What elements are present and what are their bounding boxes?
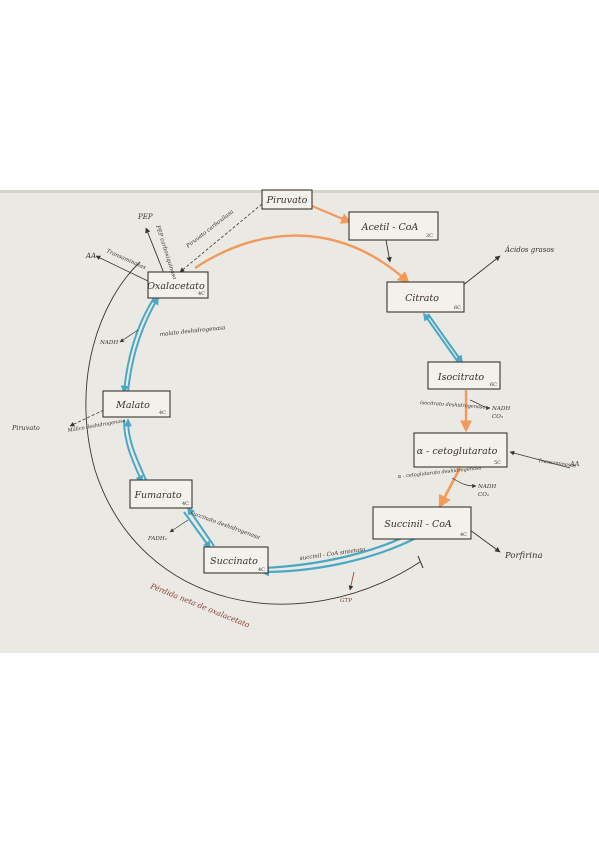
box-malato: Malato 4C bbox=[102, 390, 171, 418]
box-succinato: Succinato 4C bbox=[203, 546, 269, 574]
arrow-acetilcoa-citrato bbox=[385, 239, 392, 263]
label-nadh-iso: NADH bbox=[491, 406, 510, 412]
box-oxalacetato-label: Oxalacetato bbox=[147, 281, 205, 292]
box-fumarato-carbons: 4C bbox=[182, 501, 189, 507]
paper-sheet bbox=[0, 193, 599, 653]
box-acetil-coa-label: Acetil - CoA bbox=[361, 222, 419, 233]
arrow-nadh-left bbox=[119, 329, 139, 343]
label-co2-iso: CO₂ bbox=[492, 414, 504, 420]
box-malato-label: Malato bbox=[115, 400, 150, 411]
box-acetil-coa: Acetil - CoA 2C bbox=[348, 211, 439, 241]
box-succinil-coa-label: Succinil - CoA bbox=[384, 519, 452, 530]
label-fadh2: FADH₂ bbox=[147, 536, 168, 542]
label-pep: PEP bbox=[137, 213, 153, 221]
arrow-oxalacetato-citrato bbox=[194, 234, 410, 284]
box-citrato-carbons: 6C bbox=[454, 305, 461, 311]
box-a-cetoglutarato: α - cetoglutarato 5C bbox=[413, 432, 508, 468]
box-fumarato-label: Fumarato bbox=[133, 490, 181, 501]
box-oxalacetato-carbons: 4C bbox=[198, 291, 205, 297]
box-isocitrato: Isocitrato 6C bbox=[427, 361, 501, 390]
box-succinil-coa-carbons: 4C bbox=[460, 532, 467, 538]
net-loss-end-tick bbox=[417, 555, 424, 569]
arrow-to-porfirina bbox=[469, 529, 501, 553]
box-a-cetoglutarato-label: α - cetoglutarato bbox=[417, 446, 498, 457]
arrow-citrato-isocitrato bbox=[423, 312, 463, 364]
box-acetil-coa-carbons: 2C bbox=[426, 233, 433, 239]
label-porfirina: Porfirina bbox=[504, 551, 543, 561]
label-co2-acg: CO₂ bbox=[478, 492, 490, 498]
arrow-acg-nadh bbox=[451, 477, 477, 489]
arrow-fumarato-malato bbox=[123, 418, 147, 484]
box-succinato-label: Succinato bbox=[210, 556, 258, 567]
label-piruvato-carboxilasa: Piruvato carboxilasa bbox=[185, 209, 235, 250]
net-loss-arc bbox=[85, 261, 421, 605]
arrow-malato-piruvato bbox=[69, 407, 109, 427]
arrow-acg-succinilcoa bbox=[438, 467, 462, 509]
box-succinil-coa: Succinil - CoA 4C bbox=[372, 506, 472, 540]
label-isocitrato-deshidrogenasa: isocitrato deshidrogenasa bbox=[420, 400, 486, 411]
label-gtp: GTP bbox=[340, 598, 352, 604]
label-piruvato-left: Piruvato bbox=[11, 424, 40, 432]
arrow-piruvato-acetilcoa bbox=[311, 204, 353, 224]
label-malico-deshidrogenasa: Málico deshidrogenasa bbox=[66, 417, 126, 434]
label-acidos-grasos: Ácidos grasos bbox=[504, 245, 555, 254]
label-transaminasas-left: Transaminasas bbox=[105, 248, 147, 271]
arrow-aa-left bbox=[95, 255, 151, 283]
arrow-fadh2 bbox=[169, 519, 189, 533]
box-malato-carbons: 4C bbox=[159, 410, 166, 416]
label-aa-left: AA bbox=[85, 252, 96, 260]
arrow-to-pep bbox=[145, 227, 166, 277]
box-fumarato: Fumarato 4C bbox=[129, 479, 193, 509]
label-transaminasas-right: Transaminasas bbox=[538, 458, 577, 469]
arrow-to-acidos-grasos bbox=[461, 255, 501, 287]
box-piruvato: Piruvato bbox=[261, 189, 313, 210]
box-a-cetoglutarato-carbons: 5C bbox=[494, 460, 501, 466]
box-succinato-carbons: 4C bbox=[258, 567, 265, 573]
arrow-malato-oxalacetato bbox=[120, 296, 159, 394]
box-isocitrato-label: Isocitrato bbox=[437, 372, 485, 383]
arrow-piruvato-carboxilasa bbox=[179, 203, 263, 273]
box-isocitrato-carbons: 6C bbox=[490, 382, 497, 388]
label-perdida-oxalacetato: Pérdida neta de oxalacetato bbox=[148, 581, 251, 630]
arrow-succinato-fumarato bbox=[183, 506, 215, 550]
box-citrato-label: Citrato bbox=[405, 293, 439, 304]
box-citrato: Citrato 6C bbox=[386, 281, 465, 313]
arrow-aa-right bbox=[509, 450, 571, 469]
label-nadh-acg: NADH bbox=[477, 484, 496, 490]
box-piruvato-label: Piruvato bbox=[266, 195, 308, 206]
box-oxalacetato: Oxalacetato 4C bbox=[147, 271, 209, 299]
label-nadh-left: NADH bbox=[99, 340, 118, 346]
arrow-iso-nadh bbox=[469, 399, 491, 411]
label-malato-deshidrogenasa: malato deshidrogenasa bbox=[160, 325, 226, 338]
arrow-gtp bbox=[348, 571, 355, 591]
label-aa-right: AA bbox=[569, 460, 580, 468]
